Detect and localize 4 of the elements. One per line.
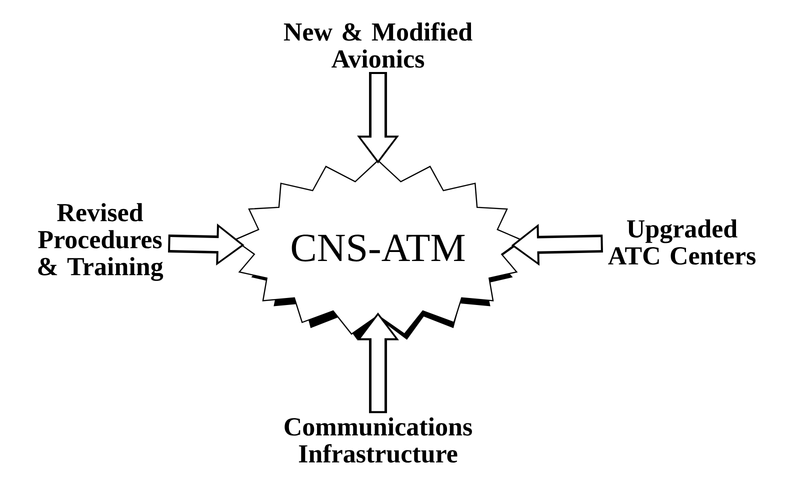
label-text: New & Modified Avionics [284, 22, 472, 68]
label-text: Revised Procedures & Training [38, 203, 164, 281]
label-text: Communications Infrastructure [284, 417, 472, 463]
label-text: Upgraded ATC Centers [608, 219, 756, 265]
